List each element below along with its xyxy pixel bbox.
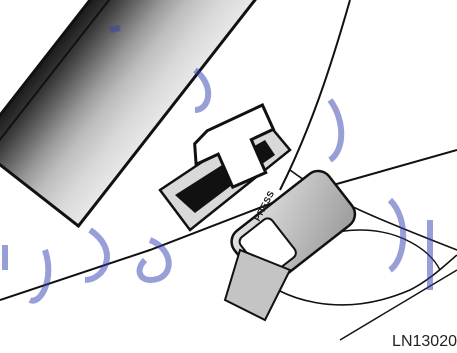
seat-side-line bbox=[340, 270, 457, 340]
figure-code: LN13020 bbox=[392, 333, 457, 351]
seat-back-curve bbox=[280, 0, 350, 190]
